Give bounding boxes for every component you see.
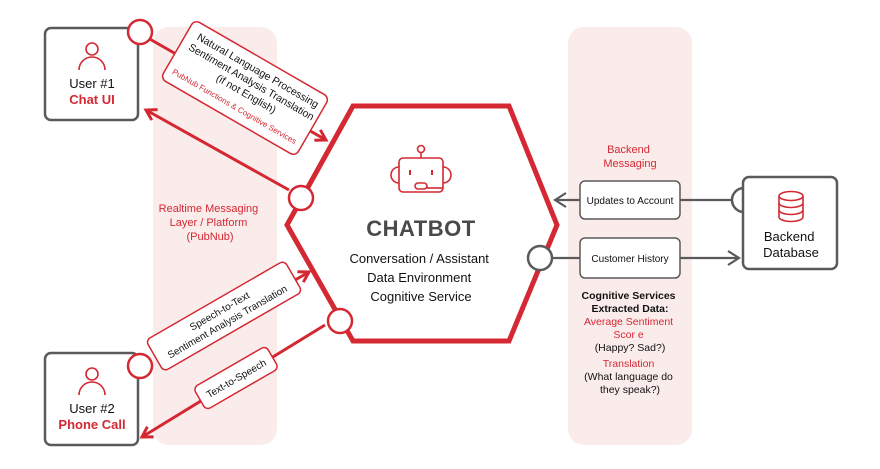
user-2-title: User #2 bbox=[69, 401, 115, 416]
svg-text:Customer History: Customer History bbox=[591, 254, 668, 265]
user-1-subtitle: Chat UI bbox=[69, 92, 115, 107]
hexagon-port-bottom bbox=[326, 307, 354, 335]
extracted-item-sentiment: Average Sentiment Scor e (Happy? Sad?) bbox=[584, 316, 676, 354]
user-2-box[interactable]: User #2 Phone Call bbox=[43, 351, 140, 447]
user-2-subtitle: Phone Call bbox=[58, 417, 125, 432]
chat-outbound-connector bbox=[146, 110, 290, 192]
backend-messaging-lane bbox=[568, 27, 692, 445]
user-2-port bbox=[126, 352, 154, 380]
person-icon bbox=[78, 367, 106, 396]
extracted-data-heading: Cognitive Services Extracted Data: bbox=[582, 290, 679, 315]
robot-icon bbox=[390, 144, 452, 193]
chatbot-description: Conversation / Assistant Data Environmen… bbox=[349, 251, 492, 304]
backend-database-box[interactable]: Backend Database bbox=[741, 175, 839, 271]
svg-text:Updates to Account: Updates to Account bbox=[587, 196, 674, 207]
hexagon-port-right bbox=[526, 244, 554, 272]
backend-messaging-label: Backend Messaging bbox=[603, 144, 656, 170]
messaging-lane-label: Realtime Messaging Layer / Platform (Pub… bbox=[159, 203, 262, 243]
person-icon bbox=[78, 42, 106, 71]
chatbot-title: CHATBOT bbox=[366, 216, 475, 241]
database-icon bbox=[778, 190, 804, 223]
customer-history-box: Customer History bbox=[579, 237, 681, 279]
hexagon-port-left bbox=[287, 184, 315, 212]
extracted-item-translation: Translation (What language do they speak… bbox=[584, 358, 676, 396]
updates-to-account-box: Updates to Account bbox=[579, 180, 681, 220]
user-1-box[interactable]: User #1 Chat UI bbox=[43, 26, 140, 122]
user-1-port bbox=[126, 18, 154, 46]
database-label: Backend Database bbox=[763, 229, 819, 260]
user-1-title: User #1 bbox=[69, 76, 115, 91]
chatbot-hexagon bbox=[284, 103, 560, 344]
